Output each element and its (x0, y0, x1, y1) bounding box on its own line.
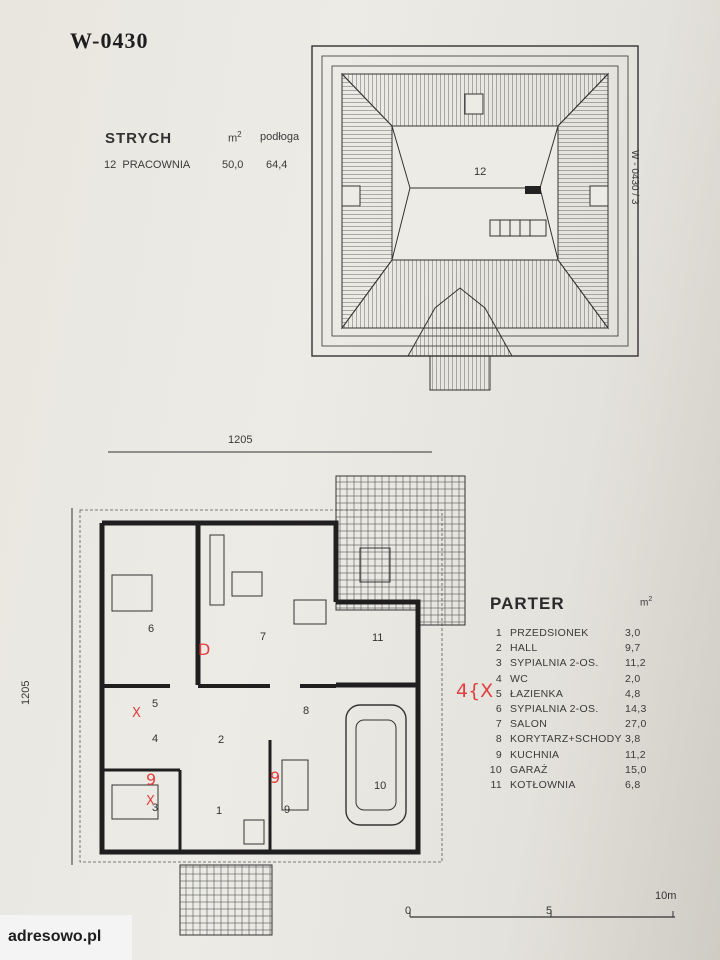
project-code: W-0430 (70, 28, 149, 53)
hand-mark-nine-b: 9 (270, 768, 281, 787)
brand-watermark: adresowo.pl (0, 915, 132, 960)
parter-room-row: 2 HALL 9,7 (488, 642, 678, 657)
room-number: 1 (495, 627, 502, 639)
room-name: KUCHNIA (510, 748, 560, 761)
room-area: 15,0 (625, 763, 647, 776)
parter-room-row: 7 SALON 27,0 (488, 718, 678, 733)
scale-0: 0 (405, 905, 412, 917)
room-number: 3 (495, 657, 502, 670)
parter-room-row: 3 SYPIALNIA 2-OS. 11,2 (488, 657, 678, 672)
room-number: 8 (495, 733, 502, 746)
room-area: 9,7 (625, 642, 641, 655)
strych-room-no: 12 (104, 159, 117, 171)
strych-title: STRYCH (105, 130, 173, 147)
room-name: GARAŻ (510, 763, 548, 776)
brand-logo-text: adresowo.pl (8, 928, 102, 945)
scale-bar (409, 911, 675, 918)
dimension-width: 1205 (228, 434, 253, 446)
room-area: 11,2 (625, 657, 646, 670)
room-number: 11 (490, 778, 502, 791)
room-area: 4,8 (625, 687, 641, 700)
room-number: 2 (495, 642, 502, 655)
room-name: PRZEDSIONEK (510, 627, 589, 639)
room-name: SYPIALNIA 2-OS. (510, 657, 599, 670)
room-label-1: 1 (216, 805, 223, 817)
room-label-4: 4 (152, 733, 159, 745)
room-number: 5 (495, 687, 502, 700)
parter-room-row: 1 PRZEDSIONEK 3,0 (488, 627, 678, 642)
attic-room-number: 12 (474, 166, 487, 178)
strych-area-header: m2 (228, 130, 242, 145)
room-name: SYPIALNIA 2-OS. (510, 702, 599, 715)
parter-room-row: 11 KOTŁOWNIA 6,8 (488, 779, 678, 794)
parter-room-row: 4 WC 2,0 (488, 673, 678, 688)
scale-5: 5 (546, 905, 553, 917)
room-label-8: 8 (303, 705, 310, 717)
room-label-5: 5 (152, 698, 159, 710)
hand-mark-x-b: X (132, 706, 141, 721)
room-area: 14,3 (625, 702, 647, 715)
room-name: HALL (510, 642, 538, 655)
parter-room-row: 5 ŁAZIENKA 4,8 (488, 688, 678, 703)
parter-room-row: 9 KUCHNIA 11,2 (488, 749, 678, 764)
strych-room-area: 50,0 (222, 159, 244, 171)
room-label-11: 11 (372, 632, 384, 644)
room-area: 3,8 (625, 733, 641, 746)
hand-mark-x-a: X (146, 794, 155, 809)
room-label-6: 6 (148, 623, 155, 635)
room-area: 27,0 (625, 718, 647, 731)
hand-mark-d: D (198, 640, 211, 659)
room-name: KOTŁOWNIA (510, 778, 576, 791)
hand-mark-nine-a: 9 (146, 770, 157, 789)
attic-roof-plan (311, 45, 639, 391)
room-number: 10 (489, 763, 502, 776)
room-area: 2,0 (625, 672, 641, 685)
strych-floor-header: podłoga (260, 131, 300, 143)
room-label-10: 10 (374, 780, 387, 792)
room-name: KORYTARZ+SCHODY (510, 733, 622, 746)
strych-room-floor: 64,4 (266, 159, 288, 171)
dimension-depth: 1205 (20, 680, 32, 705)
room-label-9: 9 (284, 804, 291, 816)
parter-room-row: 10 GARAŻ 15,0 (488, 764, 678, 779)
parter-room-row: 6 SYPIALNIA 2-OS. 14,3 (488, 703, 678, 718)
room-name: WC (510, 672, 529, 685)
room-label-2: 2 (218, 734, 225, 746)
room-name: SALON (510, 718, 548, 731)
room-number: 9 (495, 748, 502, 761)
room-number: 4 (495, 672, 502, 685)
hand-mark-bracket: 4{X (456, 680, 494, 702)
room-name: ŁAZIENKA (510, 687, 564, 700)
room-label-3: 3 (152, 802, 159, 814)
room-label-7: 7 (260, 631, 267, 643)
strych-room-row: 12 PRACOWNIA 50,0 64,4 (104, 159, 287, 171)
scale-10: 10m (655, 890, 677, 902)
room-area: 11,2 (625, 748, 646, 761)
room-number: 7 (495, 718, 502, 731)
strych-room-name: PRACOWNIA (122, 159, 191, 171)
ground-floor-plan (71, 451, 466, 936)
room-area: 6,8 (625, 778, 641, 791)
parter-unit: m2 (640, 596, 653, 609)
room-number: 6 (495, 702, 502, 715)
parter-title: PARTER (490, 594, 565, 613)
room-area: 3,0 (625, 627, 641, 639)
